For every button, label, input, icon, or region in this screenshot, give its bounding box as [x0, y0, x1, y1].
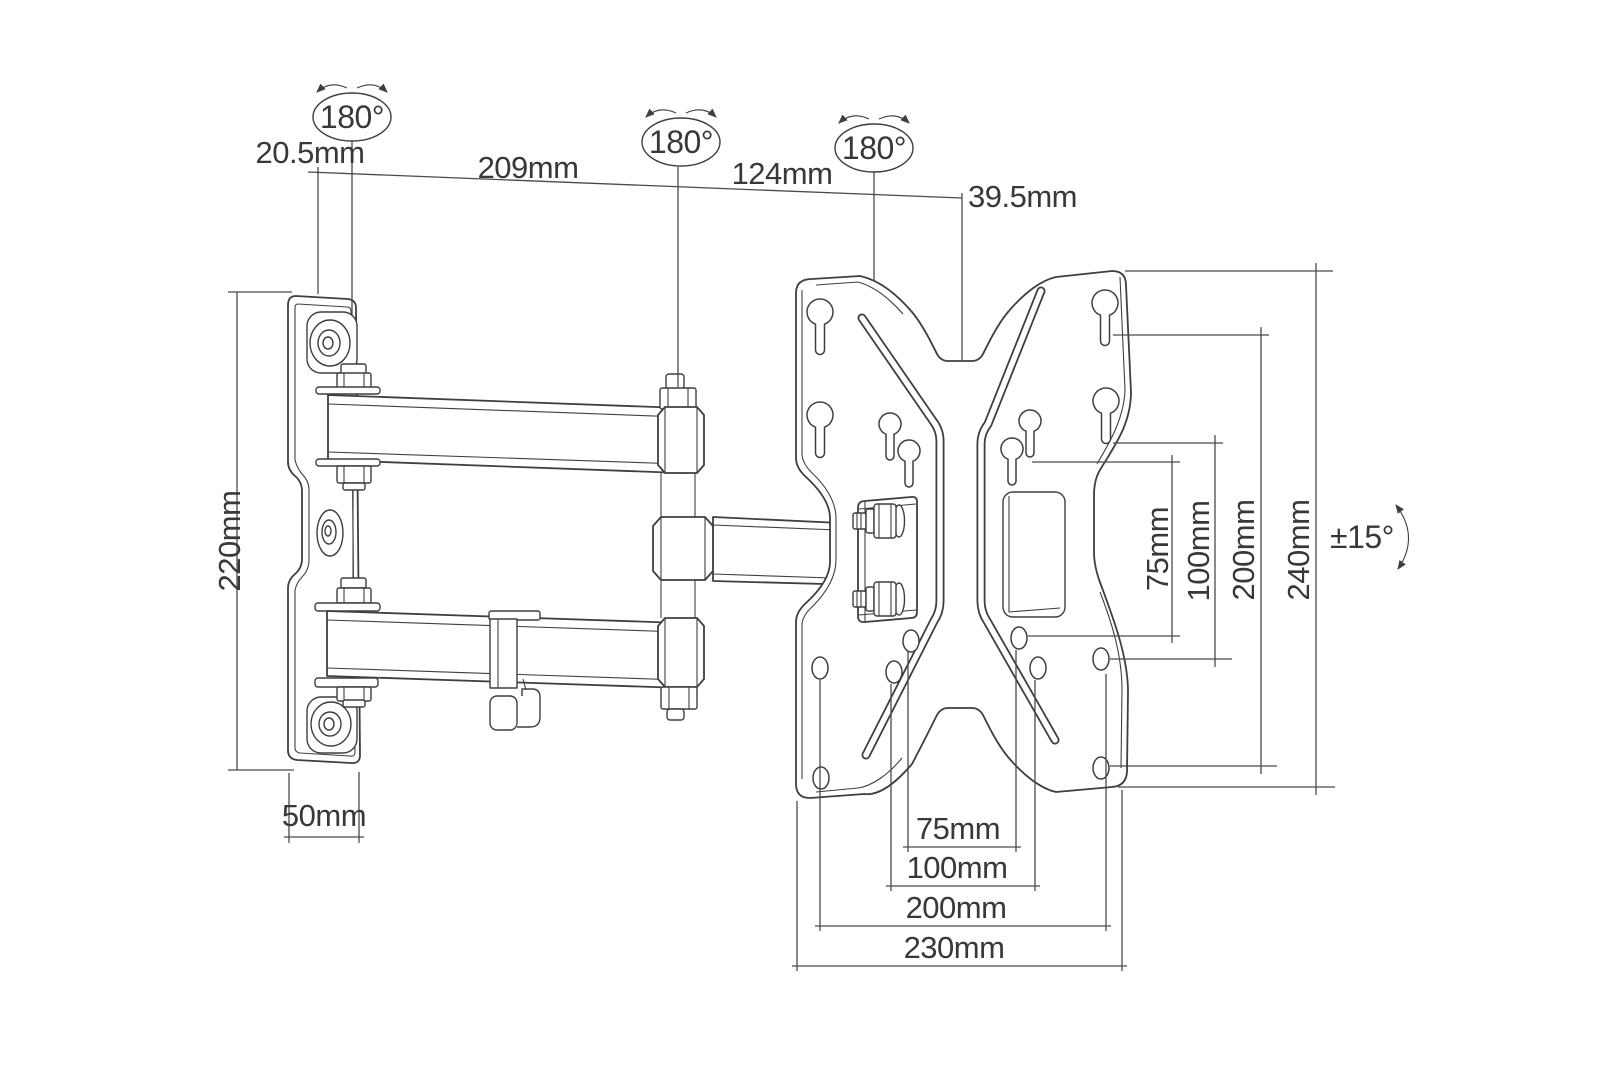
keyhole-slot: [1018, 409, 1042, 458]
pivot-nut: [336, 587, 372, 604]
rotate-arrow-icon: [316, 83, 348, 93]
swivel-post: [652, 373, 714, 721]
mounting-hole: [1029, 656, 1047, 680]
mounting-hole: [1092, 756, 1110, 780]
mounting-hole: [811, 656, 829, 680]
dim-label-vesa-h100: 100mm: [907, 850, 1008, 885]
tilt-arrow-icon: [1395, 504, 1410, 570]
vesa-plate-outline: [795, 270, 1132, 799]
wall-screw-boss-bottom: [306, 696, 358, 754]
dim-label-vesa-v100: 100mm: [1181, 501, 1216, 602]
dim-label-wall-plate-height: 220mm: [212, 491, 247, 592]
dim-label-wall-plate-width: 50mm: [282, 798, 366, 833]
rotate-arrow-icon: [878, 114, 910, 124]
dim-label-vesa-h230: 230mm: [904, 930, 1005, 965]
rotation-badge-wall: 180°: [312, 83, 392, 142]
keyhole-slot: [1092, 387, 1120, 445]
rotation-label: 180°: [320, 99, 384, 135]
rotation-label: 180°: [842, 130, 906, 166]
pivot-bolt: [852, 581, 906, 617]
dim-label-vesa-h200: 200mm: [906, 890, 1007, 925]
keyhole-slot: [1091, 289, 1119, 347]
rotate-arrow-icon: [685, 108, 717, 118]
pivot-washer: [314, 602, 381, 612]
dim-wall-plate-width: 50mm: [282, 772, 367, 843]
keyhole-slot: [806, 401, 834, 459]
rotate-arrow-icon: [838, 114, 870, 124]
dim-wall-plate-height: 220mm: [212, 291, 294, 771]
keyhole-slot: [1000, 437, 1024, 486]
wall-screw-boss-top: [306, 311, 358, 374]
pivot-nut: [336, 686, 372, 702]
pivot-washer: [315, 458, 381, 467]
vesa-pivot-bracket: [852, 495, 918, 624]
pivot-washer: [314, 677, 379, 688]
post-hex-cap: [659, 387, 697, 410]
dim-label-vesa-v240: 240mm: [1281, 500, 1316, 601]
arm-clamp-block: [488, 610, 541, 689]
pivot-nut: [336, 372, 372, 389]
dim-label-arm-reach: 209mm: [478, 150, 579, 185]
vesa-plate: [795, 270, 1132, 799]
tilt-label: ±15°: [1330, 519, 1394, 555]
dim-label-plate-offset: 39.5mm: [968, 179, 1077, 214]
pivot-bolt: [852, 503, 906, 539]
dim-vesa-horizontal: 75mm 100mm 200mm 230mm: [792, 650, 1127, 971]
mounting-hole: [812, 766, 830, 790]
dim-top-chain: 20.5mm 209mm 124mm 39.5mm: [256, 135, 1077, 387]
pivot-nut: [336, 465, 372, 484]
cable-cutout: [1002, 491, 1066, 618]
stiffening-ridge-left: [857, 313, 945, 760]
middle-arm-joint: [652, 516, 714, 581]
wall-screw-hole-middle: [316, 509, 344, 557]
post-stub: [666, 708, 685, 721]
dim-label-vesa-v200: 200mm: [1226, 500, 1261, 601]
mounting-hole: [902, 629, 920, 653]
rotate-arrow-icon: [645, 108, 677, 118]
rotation-badge-elbow: 180°: [641, 108, 721, 167]
dim-label-vesa-v75: 75mm: [1140, 507, 1175, 591]
rotate-arrow-icon: [356, 83, 388, 93]
post-hex-nut: [660, 686, 698, 710]
tilt-range-indicator: ±15°: [1330, 504, 1410, 570]
keyhole-slot: [806, 298, 834, 356]
dim-label-elbow-to-plate: 124mm: [732, 156, 833, 191]
dimension-annotations: 20.5mm 209mm 124mm 39.5mm 180° 180° 180°: [212, 83, 1410, 971]
keyhole-slot: [878, 412, 902, 461]
keyhole-slot: [897, 439, 921, 488]
pivot-washer: [315, 386, 381, 395]
rotation-label: 180°: [649, 124, 713, 160]
mounting-hole: [1092, 647, 1110, 671]
dim-vesa-vertical: 75mm 100mm 200mm 240mm: [1028, 263, 1335, 795]
cable-clip: [489, 678, 541, 731]
top-arm: [327, 394, 683, 474]
pivot-cap: [340, 577, 367, 589]
stiffening-ridge-right: [976, 286, 1060, 745]
post-stub: [665, 373, 685, 390]
mounting-holes: [811, 626, 1110, 790]
rotation-badge-plate: 180°: [834, 114, 914, 173]
mounting-hole: [885, 660, 903, 684]
dim-label-vesa-h75: 75mm: [916, 811, 1000, 846]
keyhole-slots: [806, 289, 1120, 488]
mounting-hole: [1010, 626, 1028, 650]
arm-assembly: [314, 363, 714, 731]
